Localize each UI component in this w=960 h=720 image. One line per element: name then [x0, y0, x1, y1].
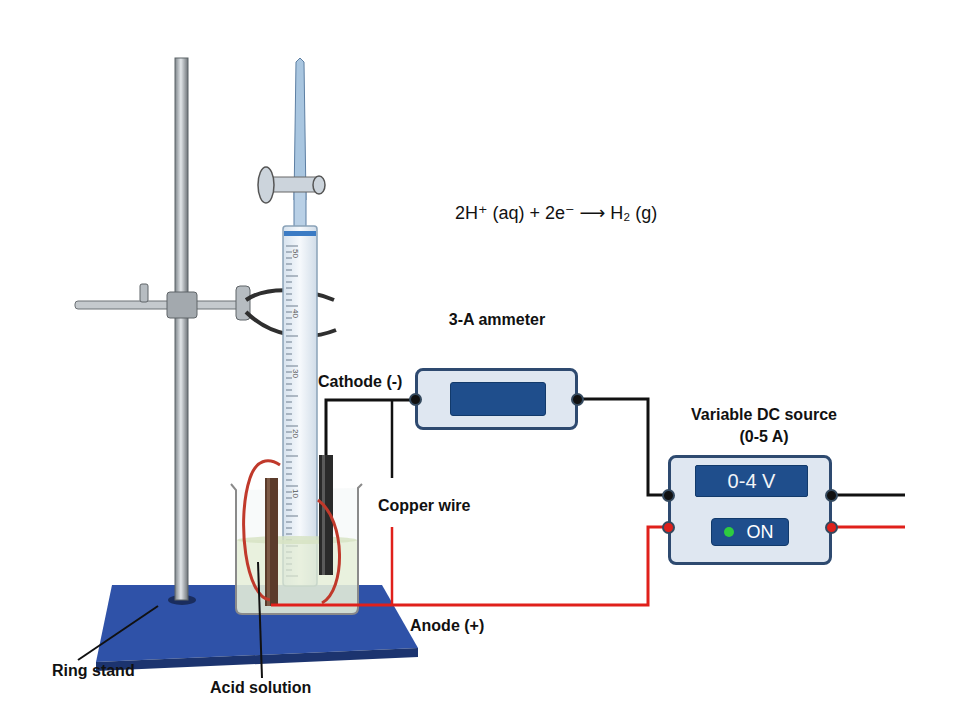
terminal-dot — [571, 393, 584, 406]
stand-rod — [175, 58, 188, 600]
leader-line — [391, 400, 394, 478]
anode-rod — [265, 478, 278, 606]
scale-number: 10 — [291, 489, 300, 498]
part-label: Acid solution — [210, 679, 311, 697]
scale-number: 20 — [291, 429, 300, 438]
power-supply-box: Variable DC source (0-5 A)0-4 VON — [668, 455, 832, 565]
scale-number: 30 — [291, 369, 300, 378]
output-wire — [831, 494, 905, 497]
terminal-dot — [409, 393, 422, 406]
beaker-outline — [231, 484, 362, 614]
copper-coil — [244, 461, 280, 600]
indicator-light — [724, 527, 734, 537]
leader-line — [78, 606, 158, 660]
terminal-dot — [825, 489, 838, 502]
leader-line — [391, 527, 394, 605]
on-button: ON — [711, 518, 789, 546]
scale-number: 50 — [291, 249, 300, 258]
burette-graduations — [286, 246, 298, 576]
clamp-arm — [75, 301, 247, 309]
copper-coil — [318, 500, 340, 603]
button-text: ON — [712, 519, 788, 545]
reaction-equation: 2H⁺ (aq) + 2e⁻ ⟶ H₂ (g) — [455, 202, 657, 224]
stand-base-edge — [96, 648, 418, 671]
terminal-dot — [662, 489, 675, 502]
part-label: Copper wire — [378, 497, 470, 515]
terminal-dot — [662, 521, 675, 534]
anode-wire — [271, 527, 669, 605]
stopcock-handle — [258, 167, 274, 203]
part-label: Anode (+) — [410, 617, 484, 635]
scale-number: 40 — [291, 309, 300, 318]
burette-band — [284, 231, 316, 236]
heading-label: Variable DC source (0-5 A) — [689, 404, 839, 448]
part-label: Cathode (-) — [318, 373, 402, 391]
terminal-dot — [825, 521, 838, 534]
cathode-highlight — [322, 455, 325, 575]
voltage-display: 0-4 V — [695, 465, 808, 497]
output-wire — [831, 526, 905, 529]
ammeter-display — [450, 382, 546, 416]
stopcock-nut — [313, 176, 325, 194]
cathode-wire — [326, 400, 416, 455]
heading-label: 3-A ammeter — [442, 309, 552, 331]
display-text: 0-4 V — [696, 466, 807, 496]
leader-line — [258, 562, 262, 678]
burette-stem — [294, 190, 306, 228]
anode-highlight — [267, 478, 270, 606]
clamp-boss — [167, 292, 197, 318]
connecting-wire — [578, 399, 668, 495]
part-label: Ring stand — [52, 662, 135, 680]
burette-tube — [283, 226, 317, 586]
clamp-screw — [140, 284, 148, 302]
ammeter-box: 3-A ammeter — [415, 368, 578, 430]
